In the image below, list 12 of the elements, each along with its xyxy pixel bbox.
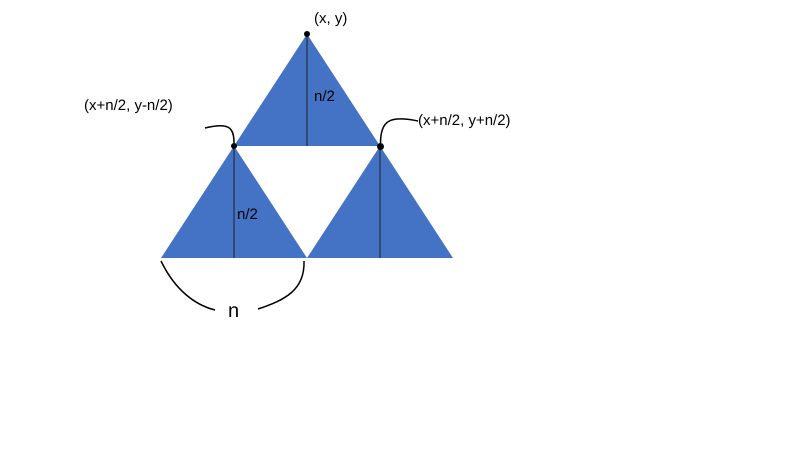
leader-line bbox=[380, 118, 418, 144]
triangle bbox=[161, 146, 307, 258]
triangle bbox=[234, 34, 380, 146]
height-label: n/2 bbox=[314, 87, 335, 107]
vertex-point bbox=[377, 143, 384, 150]
coordinate-label: (x+n/2, y-n/2) bbox=[84, 92, 214, 120]
dimension-label: n bbox=[228, 299, 240, 324]
vertex-point bbox=[231, 143, 237, 149]
leader-line bbox=[204, 124, 235, 144]
coordinate-label: (x+n/2, y+n/2) bbox=[418, 106, 608, 136]
coordinate-label: (x, y) bbox=[314, 9, 348, 29]
height-label: n/2 bbox=[237, 205, 258, 225]
